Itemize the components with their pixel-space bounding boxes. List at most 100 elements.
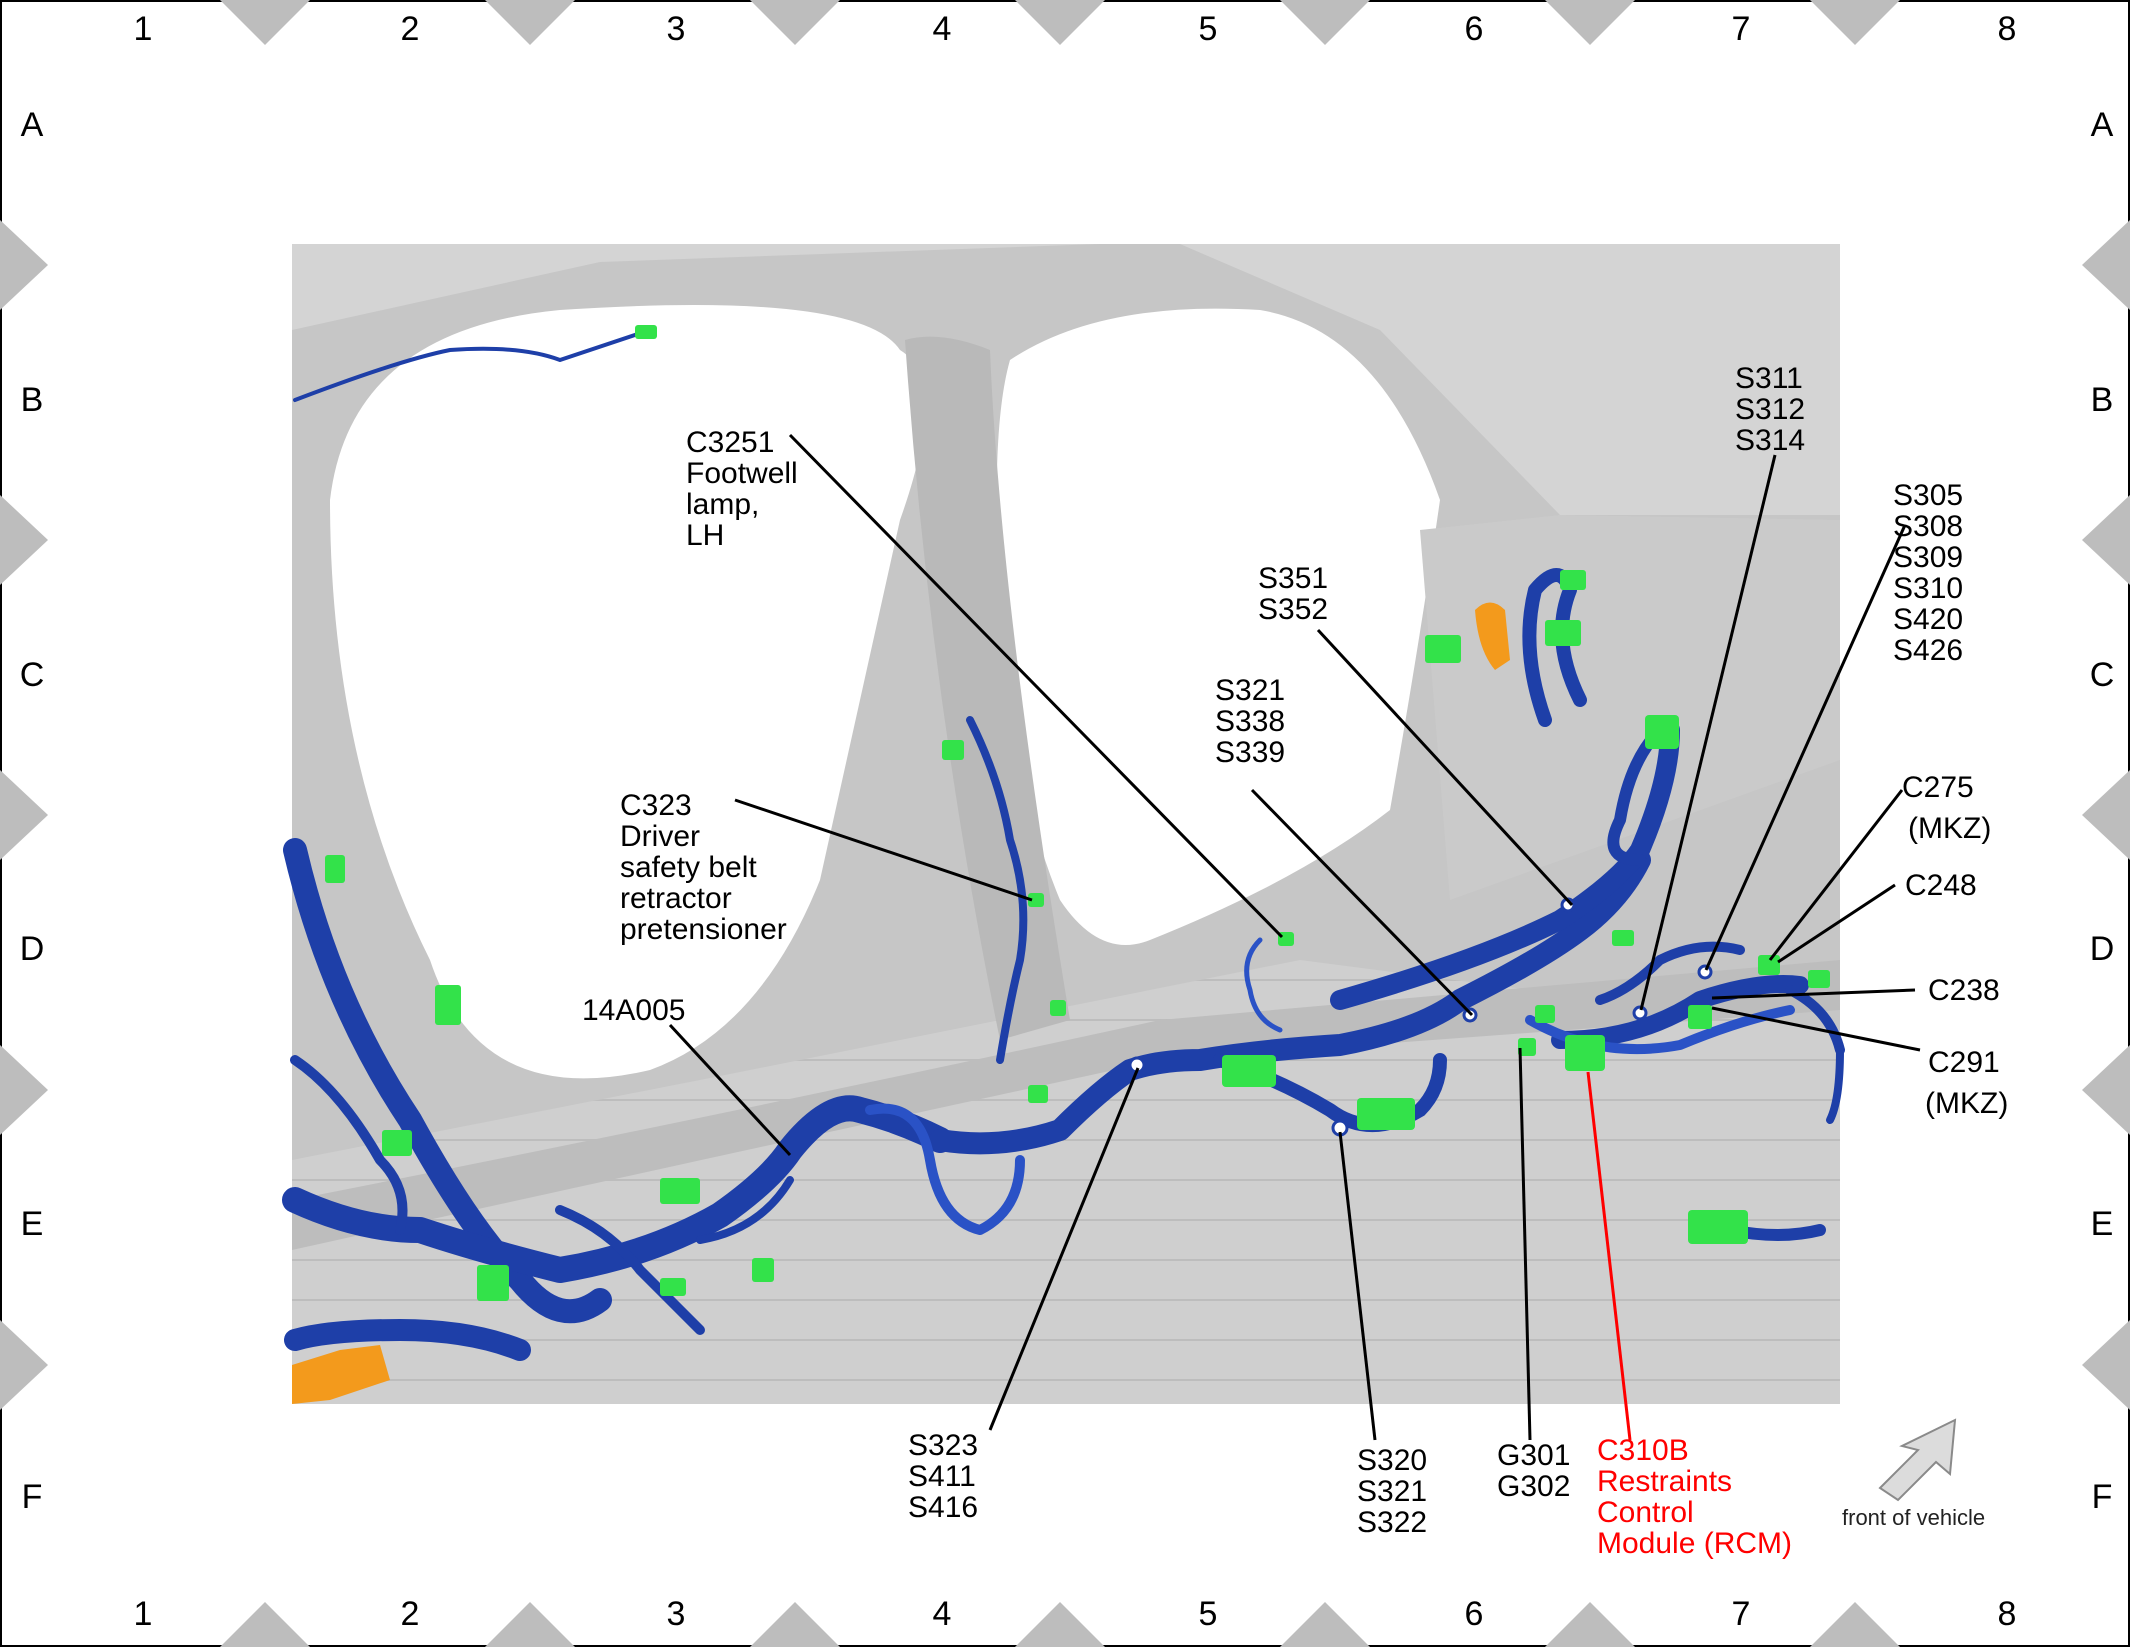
splice-marker	[1632, 1005, 1648, 1021]
callout-line: safety belt	[620, 851, 757, 884]
row-label: C	[2090, 656, 2115, 694]
col-label: 3	[667, 1595, 686, 1633]
row-label: B	[21, 381, 44, 419]
callout-line: S314	[1735, 424, 1805, 457]
col-label: 8	[1998, 10, 2017, 48]
connector	[1565, 1035, 1605, 1071]
callout-line: S322	[1357, 1506, 1427, 1539]
connector	[942, 740, 964, 760]
callout-line: G302	[1497, 1470, 1570, 1503]
column-labels-bottom: 1 2 3 4 5 6 7 8	[134, 1595, 2017, 1633]
callout-line: S311	[1735, 362, 1803, 395]
col-label: 3	[667, 10, 686, 48]
callout-line: S416	[908, 1491, 978, 1524]
callout-line: S338	[1215, 705, 1285, 738]
col-label: 1	[134, 10, 153, 48]
leader-s311	[1639, 454, 1777, 1011]
col-label: 2	[401, 1595, 420, 1633]
callout-line: S339	[1215, 736, 1285, 769]
callout-c248: C248	[1905, 869, 1977, 902]
row-label: D	[20, 930, 45, 968]
connector	[1028, 1085, 1048, 1103]
callout-line: (MKZ)	[1925, 1087, 2008, 1120]
col-label: 6	[1465, 1595, 1484, 1633]
row-label: A	[21, 106, 44, 144]
col-label: 5	[1199, 1595, 1218, 1633]
leader-s320	[1338, 1131, 1377, 1441]
callout-line: Module (RCM)	[1597, 1527, 1792, 1560]
row-label: D	[2090, 930, 2115, 968]
callout-c238: C238	[1928, 974, 2000, 1007]
connector	[660, 1278, 686, 1296]
wiring-harness	[282, 328, 1845, 1361]
leader-s321	[1250, 788, 1474, 1017]
connector	[435, 985, 461, 1025]
callout-line: S351	[1258, 562, 1328, 595]
connector	[1758, 955, 1780, 975]
callout-line: pretensioner	[620, 913, 787, 946]
col-label: 2	[401, 10, 420, 48]
callout-s351: S351 S352	[1258, 562, 1328, 626]
connector	[660, 1178, 700, 1204]
leader-c310b	[1586, 1071, 1632, 1441]
callout-14a005: 14A005	[582, 994, 685, 1027]
callout-line: S305	[1893, 479, 1963, 512]
col-label: 6	[1465, 10, 1484, 48]
callout-line: S321	[1357, 1475, 1427, 1508]
col-label: 8	[1998, 1595, 2017, 1633]
callout-line: S320	[1357, 1444, 1427, 1477]
row-label: E	[2091, 1205, 2114, 1243]
leader-lines	[668, 433, 1921, 1441]
leader-c323	[734, 798, 1033, 902]
callout-line: C275	[1902, 771, 1974, 804]
callout-line: S310	[1893, 572, 1963, 605]
connector	[1518, 1038, 1536, 1056]
front-of-vehicle-indicator: front of vehicle	[1842, 1418, 1985, 1530]
callout-line: S323	[908, 1429, 978, 1462]
callout-line: C238	[1928, 974, 2000, 1007]
connector	[1535, 1005, 1555, 1023]
leader-c275	[1768, 789, 1904, 961]
col-label: 7	[1732, 10, 1751, 48]
callout-line: (MKZ)	[1908, 812, 1991, 845]
callout-line: S426	[1893, 634, 1963, 667]
callout-c3251: C3251 Footwell lamp, LH	[686, 426, 798, 552]
row-label: F	[2092, 1478, 2113, 1516]
col-label: 4	[933, 10, 952, 48]
connector	[1425, 635, 1461, 663]
front-arrow-icon	[1878, 1418, 1957, 1502]
callout-line: C291	[1928, 1046, 2000, 1079]
callout-line: LH	[686, 519, 724, 552]
connector	[1028, 893, 1044, 907]
row-label: E	[21, 1205, 44, 1243]
callout-g301: G301 G302	[1497, 1439, 1570, 1503]
callout-line: Control	[1597, 1496, 1694, 1529]
row-labels-right: A B C D E F	[2090, 106, 2115, 1516]
callout-line: S321	[1215, 674, 1285, 707]
callout-c291: C291 (MKZ)	[1925, 1046, 2008, 1120]
row-label: A	[2091, 106, 2114, 144]
column-labels-top: 1 2 3 4 5 6 7 8	[134, 10, 2017, 48]
callout-line: C310B	[1597, 1434, 1689, 1467]
leader-c291	[1711, 1006, 1921, 1052]
vehicle-body-illustration	[292, 244, 1840, 1404]
leader-c248	[1777, 883, 1896, 964]
callout-line: Driver	[620, 820, 700, 853]
connector	[1560, 570, 1586, 590]
connector	[635, 325, 657, 339]
col-label: 5	[1199, 10, 1218, 48]
connector	[1645, 715, 1679, 749]
callout-line: Footwell	[686, 457, 798, 490]
callout-s311: S311 S312 S314	[1735, 362, 1805, 457]
connector	[752, 1258, 774, 1282]
callout-s323: S323 S411 S416	[908, 1429, 978, 1524]
row-label: B	[2091, 381, 2114, 419]
callout-line: S312	[1735, 393, 1805, 426]
callout-line: S411	[908, 1460, 976, 1493]
orange-component	[1475, 602, 1510, 670]
harness-connectors	[292, 325, 1830, 1404]
callout-line: C3251	[686, 426, 774, 459]
leader-14a005	[668, 1023, 792, 1157]
